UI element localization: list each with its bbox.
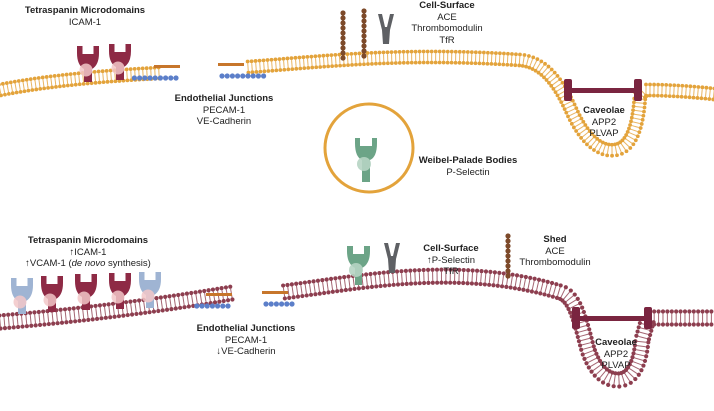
top-caveolae-app2: APP2 [591, 116, 617, 128]
vcam-text-italic: de novo [71, 258, 106, 269]
bottom-tetraspanin-label: Tetraspanin Microdomains ↑ICAM-1 ↑VCAM-1… [12, 235, 164, 270]
top-cellsurface-thrombomodulin: Thrombomodulin [411, 23, 483, 34]
bottom-tfr-receptor [384, 243, 400, 273]
top-tetraspanin-title: Tetraspanin Microdomains [24, 5, 146, 16]
bottom-junctions-pecam: PECAM-1 [224, 334, 268, 346]
weibel-title: Weibel-Palade Bodies [418, 155, 518, 166]
lipid-heads [245, 49, 714, 158]
top-receptors [77, 8, 394, 182]
bottom-pselectin-receptor [347, 246, 370, 285]
weibel-pselectin-receptor [355, 138, 377, 182]
bottom-caveolae-label: Caveolae APP2 PLVAP [586, 337, 646, 372]
bottom-icam-receptor-2 [75, 274, 97, 310]
bottom-vcam-receptor-2 [139, 272, 161, 308]
bottom-junction-right [262, 291, 295, 307]
top-icam-receptor-2 [109, 44, 131, 80]
bottom-junctions-title: Endothelial Junctions [196, 323, 296, 334]
bottom-tetraspanin-vcam: ↑VCAM-1 (de novo synthesis) [12, 258, 164, 270]
top-caveolae-plug-left [564, 79, 572, 101]
bottom-cellsurface-label: Cell-Surface ↑P-Selectin TfR [413, 243, 489, 278]
bottom-junction-left [194, 293, 232, 309]
top-junction-left [131, 65, 180, 81]
top-caveolae-plvap: PLVAP [589, 128, 619, 139]
top-junctions-vecad: VE-Cadherin [196, 116, 252, 127]
shed-ace: ACE [545, 245, 565, 257]
top-icam-receptor-1 [77, 46, 99, 82]
top-cellsurface-ace: ACE [437, 11, 457, 23]
shed-title: Shed [543, 234, 567, 245]
top-cellsurface-tfr: TfR [439, 34, 455, 46]
top-tfr-receptor [378, 14, 394, 44]
bottom-vcam-receptor-1 [11, 278, 33, 314]
bottom-icam-receptor-1 [41, 276, 63, 312]
top-tetraspanin-icam: ICAM-1 [68, 16, 102, 28]
bottom-tetraspanin-icam: ↑ICAM-1 [69, 246, 107, 258]
shed-label: Shed ACE Thrombomodulin [512, 234, 598, 269]
bottom-junctions-label: Endothelial Junctions PECAM-1 ↓VE-Cadher… [182, 323, 310, 358]
top-junctions-title: Endothelial Junctions [174, 93, 274, 104]
top-junction-right [218, 63, 267, 79]
top-caveolae-neck [568, 88, 638, 93]
top-caveolae-label: Caveolae APP2 PLVAP [574, 105, 634, 140]
bottom-caveolae-plvap: PLVAP [601, 360, 631, 371]
weibel-label: Weibel-Palade Bodies P-Selectin [412, 155, 524, 178]
bottom-caveolae-app2: APP2 [603, 348, 629, 360]
bottom-cellsurface-pselectin: ↑P-Selectin [426, 254, 476, 266]
lipid-tails [247, 53, 714, 154]
weibel-palade-body [323, 102, 415, 194]
top-thrombomodulin-chain [361, 8, 367, 59]
bottom-cellsurface-tfr: TfR [443, 266, 459, 277]
bottom-caveolae-neck [576, 316, 648, 321]
top-caveolae-title: Caveolae [583, 105, 625, 116]
top-junctions-label: Endothelial Junctions PECAM-1 VE-Cadheri… [160, 93, 288, 128]
bottom-caveolae-plug-left [572, 307, 580, 329]
vcam-text-post: synthesis) [105, 258, 151, 269]
shed-thrombomodulin: Thrombomodulin [519, 257, 591, 268]
top-junctions-pecam: PECAM-1 [202, 104, 246, 116]
bottom-cellsurface-title: Cell-Surface [423, 243, 479, 254]
bottom-caveolae-title: Caveolae [595, 337, 637, 348]
bottom-icam-receptor-3 [109, 273, 131, 309]
top-ace-chain [340, 10, 346, 61]
bottom-caveolae-plug-right [644, 307, 652, 329]
top-tetraspanin-label: Tetraspanin Microdomains ICAM-1 [22, 5, 148, 28]
top-cellsurface-label: Cell-Surface ACE Thrombomodulin TfR [402, 0, 492, 46]
shed-ace-chain [505, 233, 511, 279]
top-cellsurface-title: Cell-Surface [419, 0, 475, 11]
top-caveolae-plug-right [634, 79, 642, 101]
weibel-pselectin: P-Selectin [446, 166, 490, 178]
bottom-junctions-vecad: ↓VE-Cadherin [216, 346, 276, 357]
bottom-tetraspanin-title: Tetraspanin Microdomains [27, 235, 149, 246]
bottom-receptors [11, 233, 511, 314]
bottom-membrane [0, 267, 714, 389]
vcam-text-pre: ↑VCAM-1 ( [25, 258, 72, 269]
